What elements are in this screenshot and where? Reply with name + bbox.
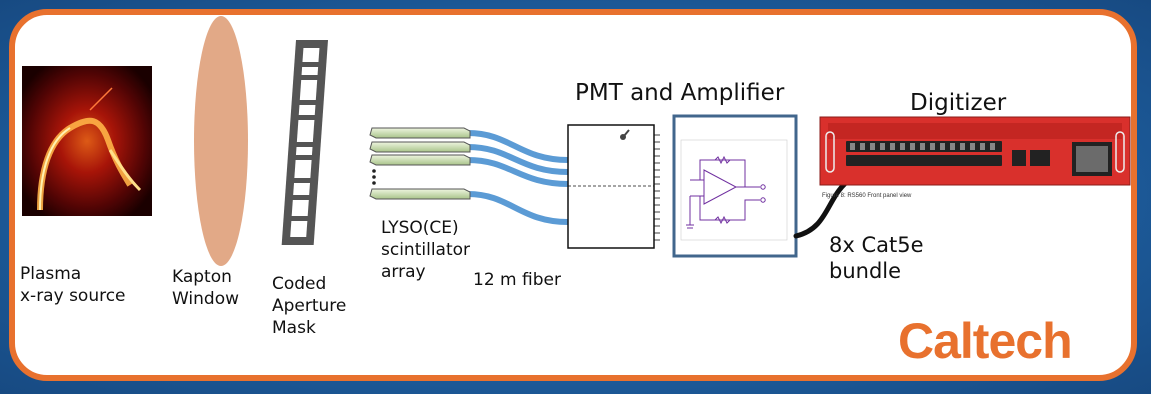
- cable-label: 8x Cat5e bundle: [829, 233, 924, 283]
- kapton-window-shape: [194, 16, 248, 266]
- digitizer-unit: [819, 116, 1131, 186]
- plasma-label: Plasma x-ray source: [20, 264, 126, 306]
- digitizer-caption: Figure 8: RS560 Front panel view: [822, 193, 912, 199]
- pmt-box: [567, 124, 660, 249]
- coded-aperture-mask: [281, 40, 328, 245]
- caltech-logo: Caltech: [898, 313, 1073, 369]
- lyso-array: [369, 127, 471, 200]
- kapton-label: Kapton Window: [172, 267, 240, 309]
- fiber-bundle: [465, 130, 571, 225]
- plasma-image: [22, 66, 152, 216]
- lyso-label: LYSO(CE) scintillator array: [381, 218, 471, 282]
- digitizer-label: Digitizer: [910, 90, 1007, 116]
- fiber-label: 12 m fiber: [473, 270, 561, 290]
- mask-label: Coded Aperture Mask: [272, 274, 347, 338]
- pmt-amplifier-label: PMT and Amplifier: [575, 80, 785, 106]
- amplifier-box: [672, 114, 798, 258]
